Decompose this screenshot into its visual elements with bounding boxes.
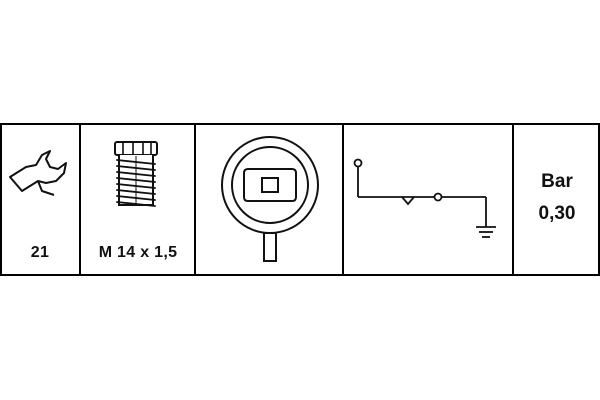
wrench-size-value: 21: [30, 244, 50, 261]
cell-divider: [512, 125, 514, 274]
cell-divider: [342, 125, 344, 274]
pressure-value: 0,30: [538, 203, 576, 224]
cell-divider: [79, 125, 81, 274]
connector-plug-icon: [221, 136, 319, 262]
wrench-icon: [9, 150, 67, 196]
spec-strip: 21 M 14 x 1,5: [0, 123, 600, 276]
cell-divider: [598, 125, 600, 274]
cell-divider: [0, 125, 2, 274]
switch-schematic-icon: [353, 158, 496, 238]
thread-bolt-icon: [114, 141, 158, 207]
pressure-unit: Bar: [541, 171, 573, 192]
thread-value: M 14 x 1,5: [98, 244, 178, 261]
cell-divider: [194, 125, 196, 274]
